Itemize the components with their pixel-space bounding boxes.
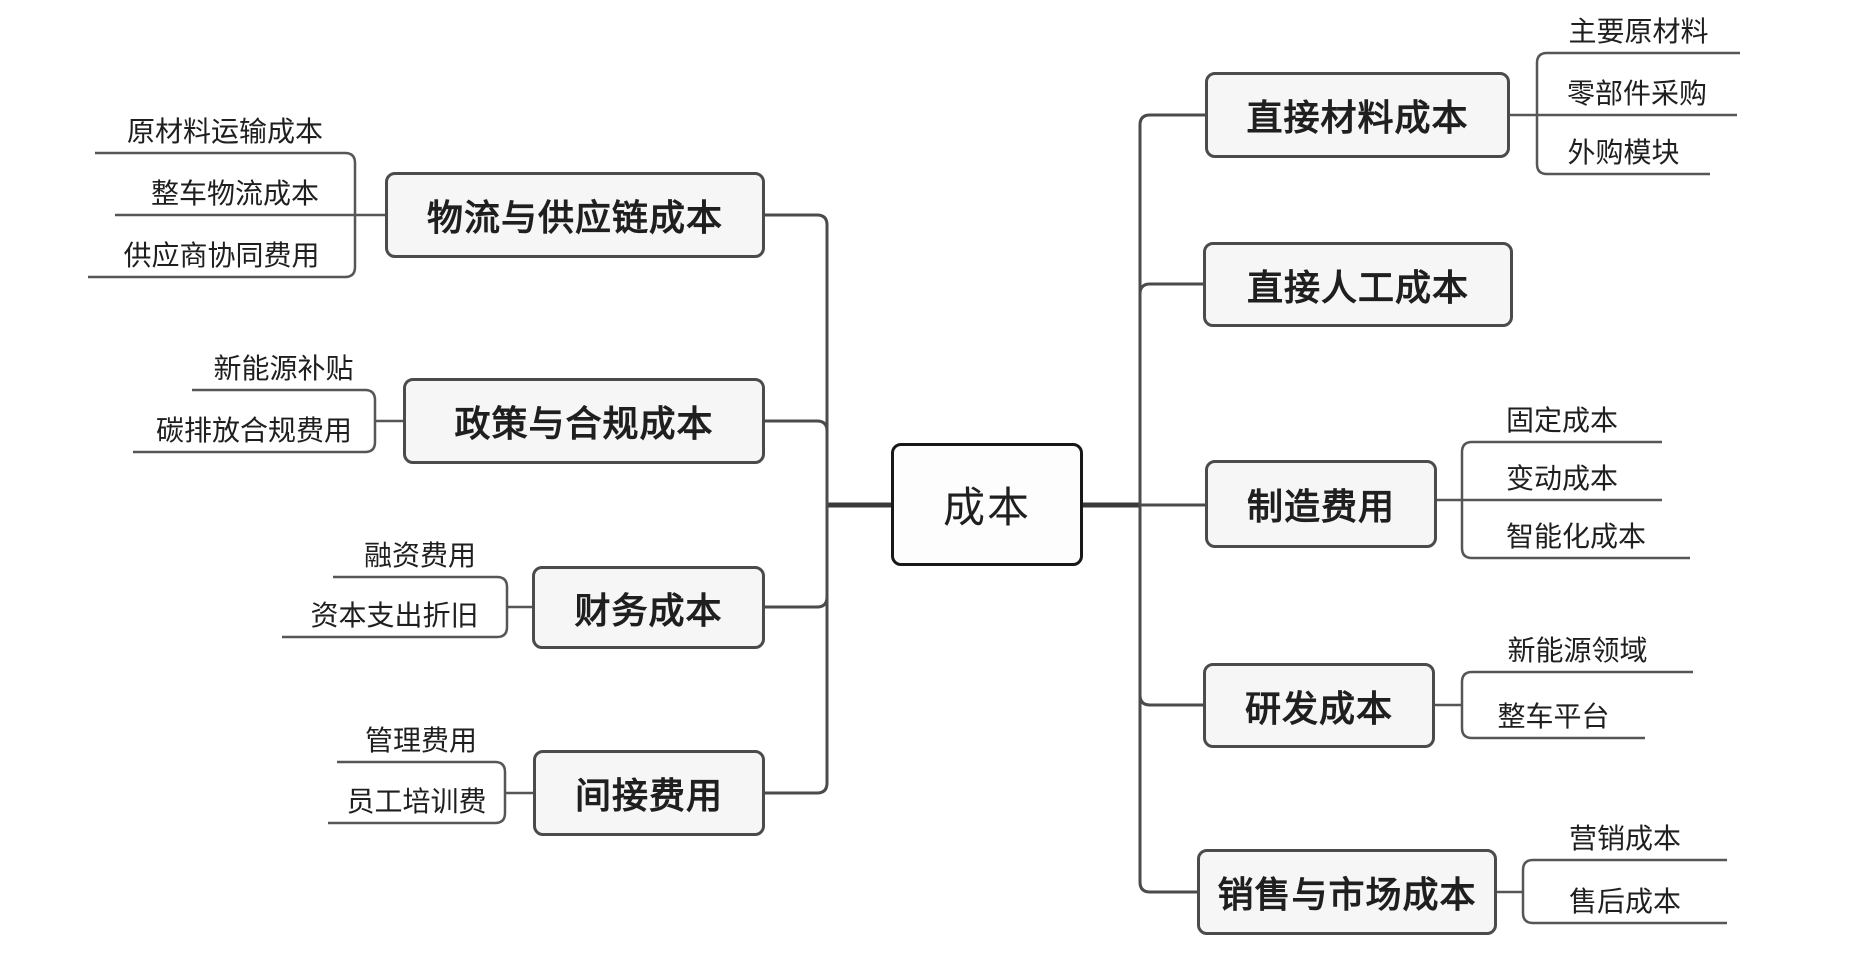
branch-node-sales-marketing[interactable]: 销售与市场成本: [1197, 849, 1497, 935]
leaf-node-financing-fee[interactable]: 融资费用: [363, 540, 476, 571]
connector-left-branch-4: [765, 505, 829, 795]
connector-left-branch-2: [765, 419, 829, 505]
connector-right-branch-1: [1138, 113, 1205, 505]
connector-right-branch-5: [1138, 505, 1197, 894]
leaf-node-nev-field[interactable]: 新能源领域: [1507, 635, 1648, 666]
leaf-node-vehicle-platform[interactable]: 整车平台: [1497, 701, 1610, 732]
leaf-node-capex-depreciation[interactable]: 资本支出折旧: [310, 600, 479, 631]
leaf-node-admin-expense[interactable]: 管理费用: [364, 725, 477, 756]
branch-node-finance-cost[interactable]: 财务成本: [532, 566, 765, 649]
leaf-node-staff-training[interactable]: 员工培训费: [346, 786, 487, 817]
leaf-node-vehicle-logistics[interactable]: 整车物流成本: [150, 178, 319, 209]
leaf-node-supplier-collaboration[interactable]: 供应商协同费用: [123, 240, 320, 271]
branch-node-rnd-cost[interactable]: 研发成本: [1203, 663, 1435, 748]
leaf-node-fixed-cost[interactable]: 固定成本: [1505, 405, 1618, 436]
leaf-node-outsourced-module[interactable]: 外购模块: [1567, 137, 1680, 168]
leaf-node-marketing-cost[interactable]: 营销成本: [1568, 823, 1681, 854]
leaf-node-intelligence-cost[interactable]: 智能化成本: [1505, 521, 1646, 552]
connector-right-branch-4: [1138, 505, 1203, 707]
leaf-node-parts-procurement[interactable]: 零部件采购: [1566, 78, 1707, 109]
leaf-node-carbon-compliance[interactable]: 碳排放合规费用: [155, 415, 352, 446]
leaf-node-raw-material-transport[interactable]: 原材料运输成本: [126, 116, 323, 147]
branch-node-direct-material[interactable]: 直接材料成本: [1205, 72, 1510, 158]
connector-left-branch-1: [765, 213, 829, 505]
root-node-cost[interactable]: 成本: [891, 443, 1083, 566]
branch-node-manufacturing-overhead[interactable]: 制造费用: [1205, 460, 1437, 548]
leaf-node-nev-subsidy[interactable]: 新能源补贴: [213, 353, 354, 384]
leaf-node-main-raw-material[interactable]: 主要原材料: [1568, 16, 1709, 47]
branch-node-direct-labor[interactable]: 直接人工成本: [1203, 242, 1513, 327]
branch-node-logistics-supply-chain[interactable]: 物流与供应链成本: [385, 172, 765, 258]
branch-node-indirect-expense[interactable]: 间接费用: [533, 750, 765, 836]
leaf-lines-direct-material: [1535, 51, 1740, 176]
branch-node-policy-compliance[interactable]: 政策与合规成本: [403, 378, 765, 464]
leaf-node-aftersales-cost[interactable]: 售后成本: [1568, 886, 1681, 917]
leaf-node-variable-cost[interactable]: 变动成本: [1505, 463, 1618, 494]
connector-left-branch-3: [765, 505, 829, 609]
connector-right-branch-2: [1138, 282, 1203, 505]
